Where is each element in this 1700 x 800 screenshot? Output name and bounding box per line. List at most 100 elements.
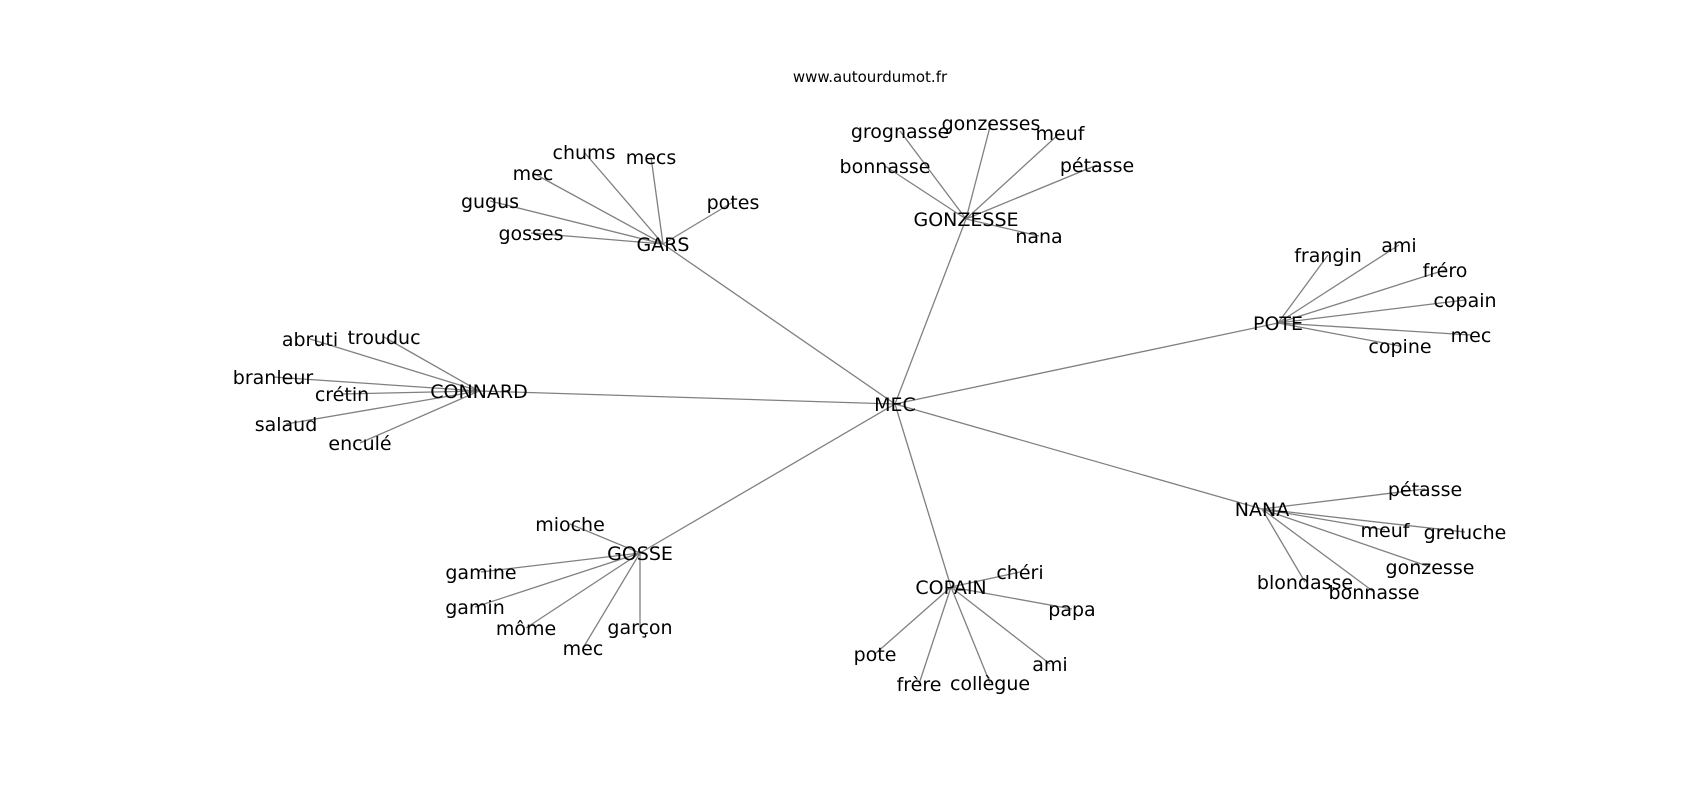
edge-copain-leaf <box>918 586 952 685</box>
edge-connard-leaf <box>272 376 480 392</box>
leaf-node-label: pétasse <box>1388 479 1462 501</box>
leaf-node-label: môme <box>496 618 556 640</box>
leaf-node-label: garçon <box>607 617 672 639</box>
labels-layer: MEC GARS chums mecs mec potes gugus gosses GONZE… <box>233 113 1507 696</box>
leaf-node-label: frangin <box>1294 245 1362 267</box>
leaf-node-label: greluche <box>1424 522 1507 544</box>
edge-nana-leaf <box>1261 508 1306 583</box>
edge-nana-leaf <box>1261 488 1426 510</box>
edge-gars-leaf <box>650 156 664 245</box>
edge-connard-leaf <box>309 338 480 392</box>
edge-gosse-leaf <box>480 552 641 573</box>
leaf-node-label: salaud <box>255 414 318 436</box>
leaf-node-label: fréro <box>1423 260 1468 282</box>
edge-connard-leaf <box>341 390 480 395</box>
leaf-node-label: gugus <box>461 191 519 213</box>
edge-gosse-leaf <box>582 552 641 649</box>
edge-gonzesse-leaf <box>965 122 992 220</box>
leaf-node-label: copain <box>1433 290 1496 312</box>
edge-copain-leaf <box>950 586 1073 610</box>
edge-gonzesse-leaf <box>899 130 967 220</box>
leaf-node-label: grognasse <box>851 121 949 143</box>
hub-node-label: GONZESSE <box>913 209 1018 231</box>
leaf-node-label: bonnasse <box>1329 582 1420 604</box>
edge-gonzesse-leaf <box>884 165 967 220</box>
leaf-node-label: gonzesse <box>1386 557 1475 579</box>
edge-pote-leaf <box>1277 244 1400 324</box>
leaf-node-label: crétin <box>315 384 369 406</box>
edge-nana-leaf <box>1261 508 1466 533</box>
leaf-node-label: pote <box>854 644 897 666</box>
edge-center-gonzesse <box>894 218 967 405</box>
edge-gars-leaf <box>530 232 664 245</box>
edge-pote-leaf <box>1277 269 1446 324</box>
hub-node-label: NANA <box>1235 499 1289 521</box>
leaf-node-label: blondasse <box>1257 572 1353 594</box>
edge-gars-leaf <box>532 172 664 245</box>
edge-gars-leaf <box>583 151 664 245</box>
hub-node-label: GARS <box>637 234 690 256</box>
hub-node-label: COPAIN <box>915 577 986 599</box>
leaf-node-label: mec <box>1451 325 1492 347</box>
edge-gosse-leaf <box>525 552 641 629</box>
hub-node-label: GOSSE <box>607 543 673 565</box>
edge-copain-leaf <box>950 571 1021 588</box>
leaf-node-label: nana <box>1015 226 1062 248</box>
edge-nana-leaf <box>1261 508 1386 531</box>
edge-connard-leaf <box>285 390 480 425</box>
edge-gonzesse-leaf <box>965 218 1040 237</box>
leaf-node-label: meuf <box>1361 520 1411 542</box>
leaf-node-label: ami <box>1032 654 1067 676</box>
leaf-node-label: branleur <box>233 367 314 389</box>
edge-nana-leaf <box>1261 508 1431 568</box>
edge-copain-leaf <box>874 586 952 655</box>
edge-connard-leaf <box>383 336 480 392</box>
credit-text: www.autourdumot.fr <box>793 68 948 86</box>
edge-gosse-leaf <box>569 523 641 554</box>
hub-node-label: CONNARD <box>430 381 527 403</box>
leaf-node-label: gonzesses <box>942 113 1041 135</box>
edge-center-gars <box>662 243 896 405</box>
edge-gars-leaf <box>662 201 734 245</box>
hub-node-label: POTE <box>1253 313 1303 335</box>
edge-pote-leaf <box>1277 322 1472 336</box>
edge-center-copain <box>894 403 952 588</box>
edge-gonzesse-leaf <box>965 164 1098 220</box>
leaf-node-label: abruti <box>282 329 338 351</box>
leaf-node-label: potes <box>707 192 760 214</box>
edge-gosse-leaf <box>474 552 641 608</box>
leaf-node-label: collègue <box>950 673 1030 695</box>
edge-copain-leaf <box>950 586 991 684</box>
edge-pote-leaf <box>1277 322 1401 347</box>
leaf-node-label: gamine <box>445 562 516 584</box>
edges-layer <box>272 122 1472 685</box>
edge-nana-leaf <box>1261 508 1375 593</box>
edge-center-pote <box>894 322 1279 405</box>
leaf-node-label: chums <box>553 142 616 164</box>
leaf-node-label: meuf <box>1036 123 1086 145</box>
leaf-node-label: mioche <box>535 514 605 536</box>
leaf-node-label: enculé <box>328 433 391 455</box>
leaf-node-label: trouduc <box>347 327 420 349</box>
leaf-node-label: gamin <box>445 597 505 619</box>
edge-pote-leaf <box>1277 299 1466 324</box>
leaf-node-label: ami <box>1381 235 1416 257</box>
leaf-node-label: frère <box>897 674 942 696</box>
leaf-node-label: mecs <box>626 147 677 169</box>
leaf-node-label: mec <box>563 638 604 660</box>
edge-center-connard <box>478 390 896 405</box>
edge-copain-leaf <box>950 586 1051 665</box>
edge-pote-leaf <box>1277 254 1329 324</box>
leaf-node-label: pétasse <box>1060 155 1134 177</box>
leaf-node-label: mec <box>513 163 554 185</box>
leaf-node-label: gosses <box>498 223 563 245</box>
edge-gars-leaf <box>489 200 664 245</box>
leaf-node-label: bonnasse <box>840 156 931 178</box>
edge-center-gosse <box>639 403 896 554</box>
edge-center-nana <box>894 403 1263 510</box>
leaf-node-label: copine <box>1368 336 1431 358</box>
edge-gonzesse-leaf <box>965 132 1061 220</box>
leaf-node-label: papa <box>1048 599 1095 621</box>
center-node-label: MEC <box>874 394 916 416</box>
